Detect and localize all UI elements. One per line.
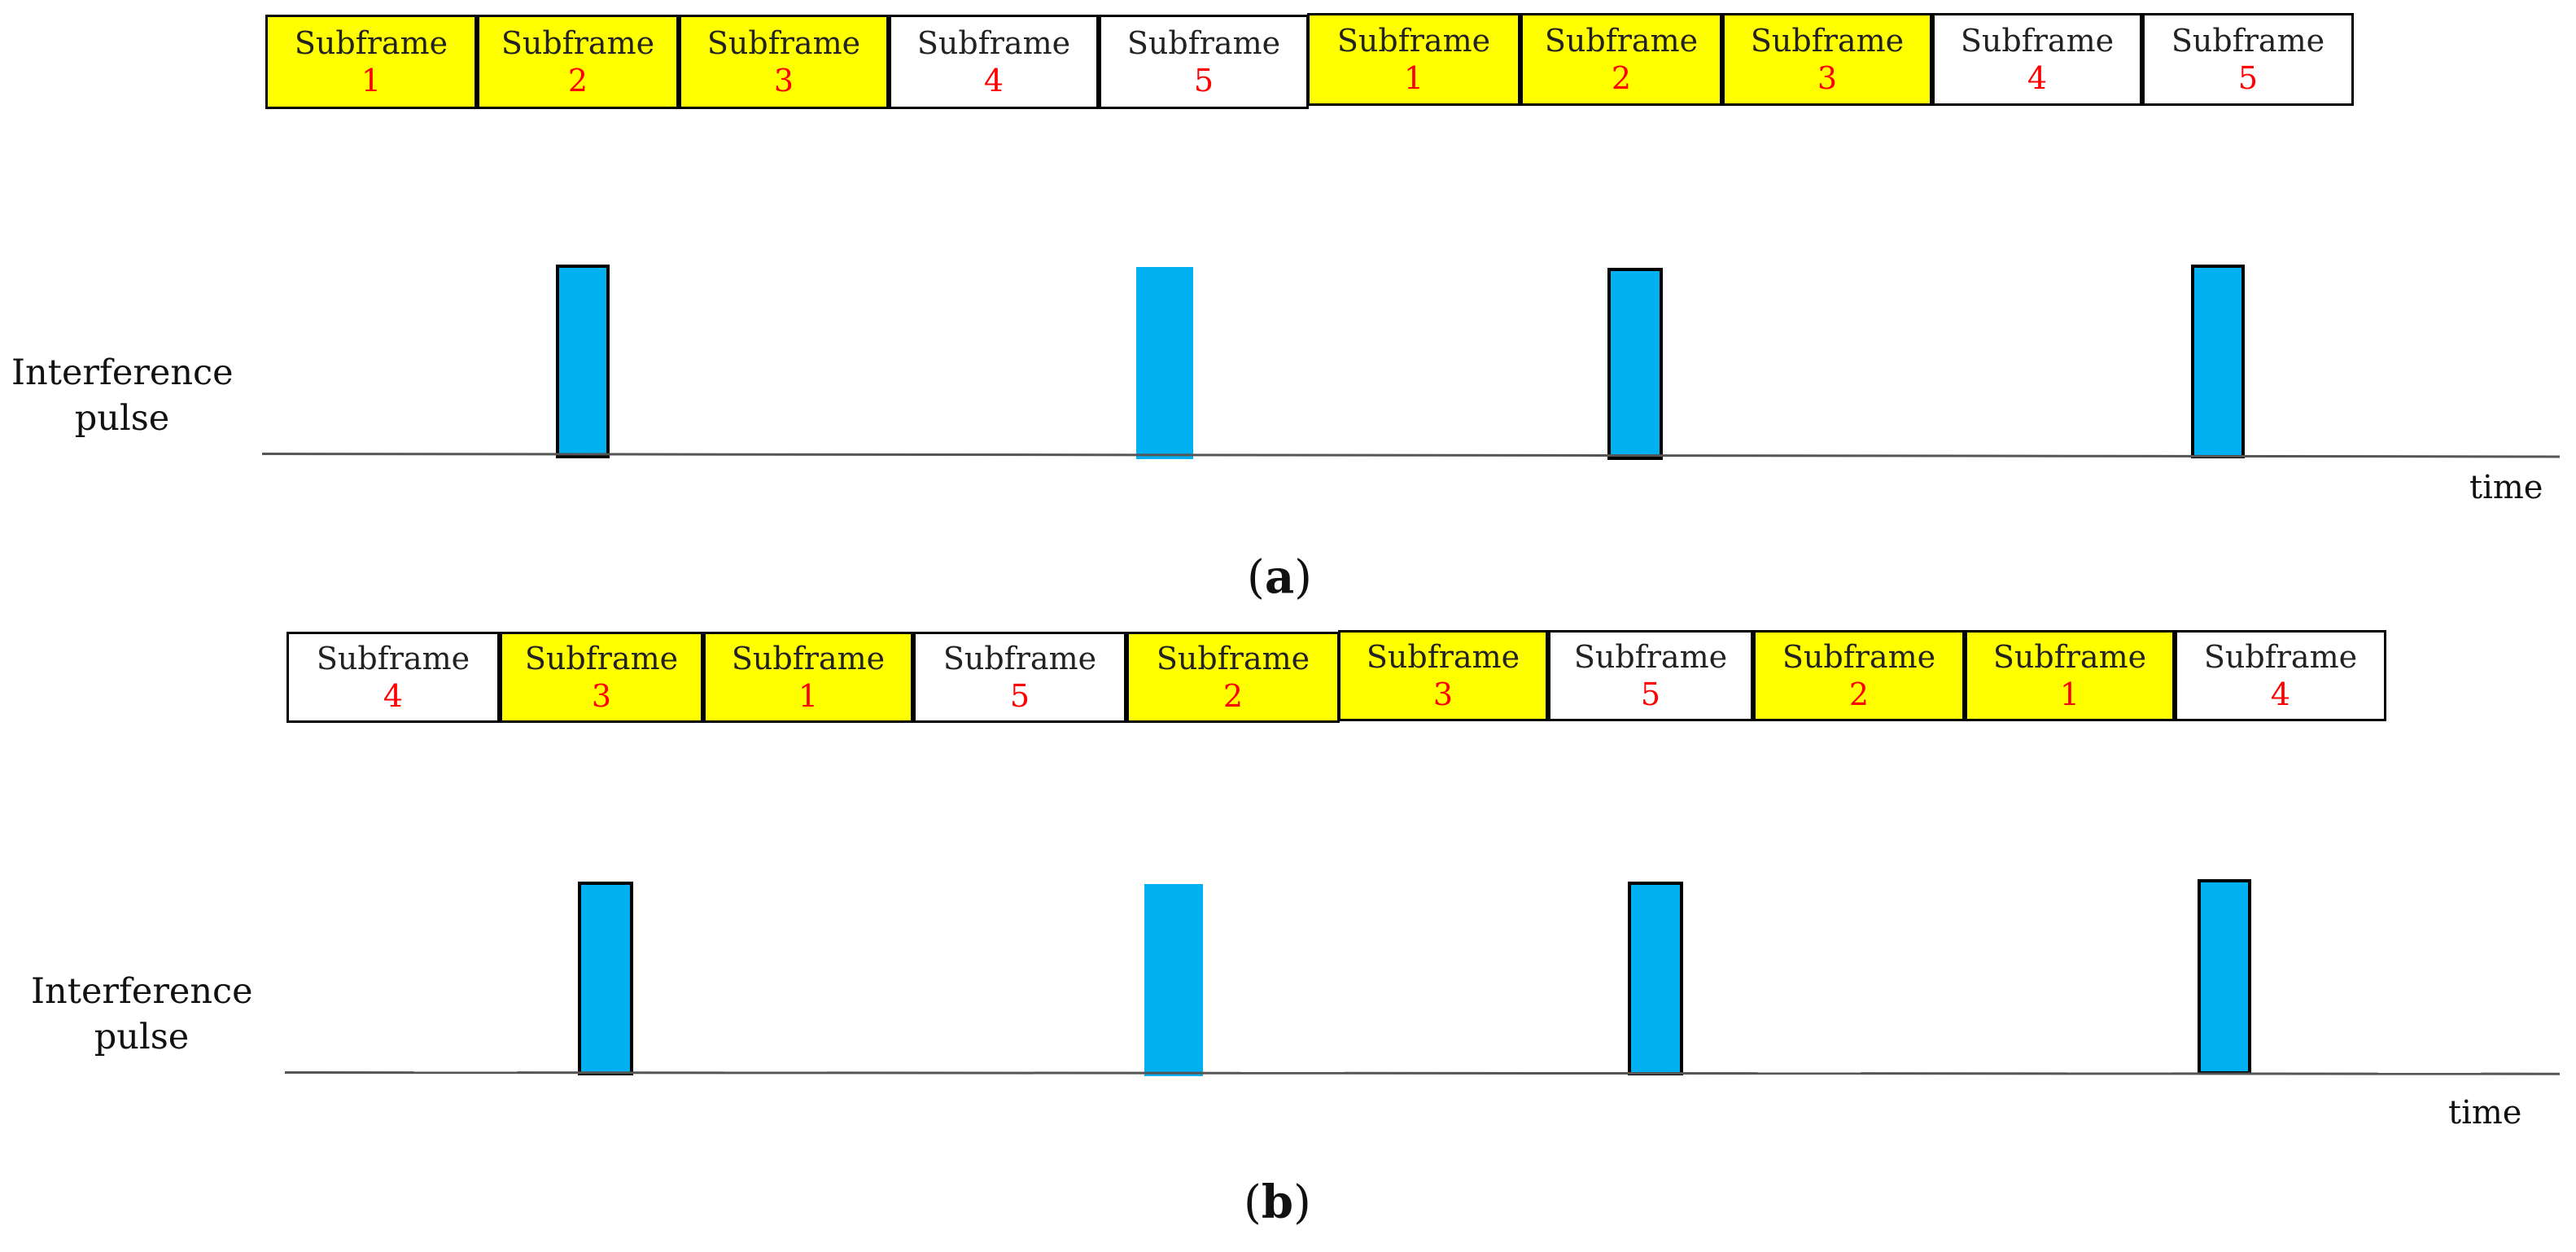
subframe-label: Subframe — [294, 25, 448, 61]
subframe-number: 3 — [591, 678, 612, 714]
y-label-line2: pulse — [94, 1017, 190, 1057]
subframe-number: 2 — [1611, 60, 1632, 96]
subframe-number: 5 — [1640, 676, 1661, 712]
subframe-label: Subframe — [2171, 23, 2325, 59]
subframe-label: Subframe — [1573, 639, 1728, 675]
caption-a: (a) — [1247, 550, 1313, 604]
subframe-label: Subframe — [942, 641, 1097, 676]
subframe-number: 5 — [2237, 60, 2259, 96]
subframe-number: 4 — [983, 63, 1004, 98]
subframe-number: 3 — [1432, 676, 1454, 712]
y-axis-label-a: Interference pulse — [11, 350, 234, 441]
subframe-number: 2 — [1848, 676, 1870, 712]
subframe-number: 1 — [361, 63, 382, 98]
x-axis-label-b: time — [2448, 1094, 2522, 1132]
subframe-label: Subframe — [1782, 639, 1936, 675]
subframe-label: Subframe — [1366, 639, 1520, 675]
y-label-line1: Interference — [31, 971, 253, 1012]
interference-pulse — [578, 882, 633, 1075]
subframe-label: Subframe — [1960, 23, 2115, 59]
subframe-label: Subframe — [1126, 25, 1281, 61]
subframe-number: 5 — [1193, 63, 1214, 98]
interference-pulse — [2198, 879, 2251, 1075]
subframe-number: 1 — [2059, 676, 2080, 712]
y-label-line2: pulse — [74, 398, 170, 439]
subframe-number: 1 — [1403, 60, 1424, 96]
subframe-label: Subframe — [2203, 639, 2358, 675]
subframe-label: Subframe — [1336, 23, 1491, 59]
y-label-line1: Interference — [11, 352, 234, 393]
subframe-number: 5 — [1009, 678, 1030, 714]
subframe-number: 4 — [383, 678, 404, 714]
subframe-label: Subframe — [1992, 639, 2147, 675]
caption-b: (b) — [1244, 1175, 1311, 1229]
subframe-label: Subframe — [524, 641, 679, 676]
subframe-label: Subframe — [1156, 641, 1310, 676]
subframe-label: Subframe — [501, 25, 655, 61]
subframe-number: 2 — [1222, 678, 1244, 714]
subframe-number: 2 — [567, 63, 588, 98]
subframe-label: Subframe — [916, 25, 1071, 61]
interference-pulse — [556, 265, 610, 458]
subframe-number: 4 — [2270, 676, 2291, 712]
subframe-label: Subframe — [706, 25, 861, 61]
interference-pulse — [1607, 268, 1663, 460]
subframe-number: 4 — [2027, 60, 2048, 96]
subframe-number: 1 — [798, 678, 819, 714]
subframe-label: Subframe — [731, 641, 886, 676]
subframe-number: 3 — [773, 63, 794, 98]
subframe-label: Subframe — [1544, 23, 1699, 59]
y-axis-label-b: Interference pulse — [31, 969, 253, 1060]
subframe-label: Subframe — [316, 641, 470, 676]
subframe-label: Subframe — [1750, 23, 1905, 59]
interference-pulse — [1136, 267, 1193, 459]
subframe-number: 3 — [1817, 60, 1838, 96]
interference-pulse — [1628, 882, 1683, 1075]
interference-pulse — [2191, 265, 2245, 458]
interference-pulse — [1144, 884, 1203, 1076]
x-axis-label-a: time — [2469, 469, 2543, 506]
